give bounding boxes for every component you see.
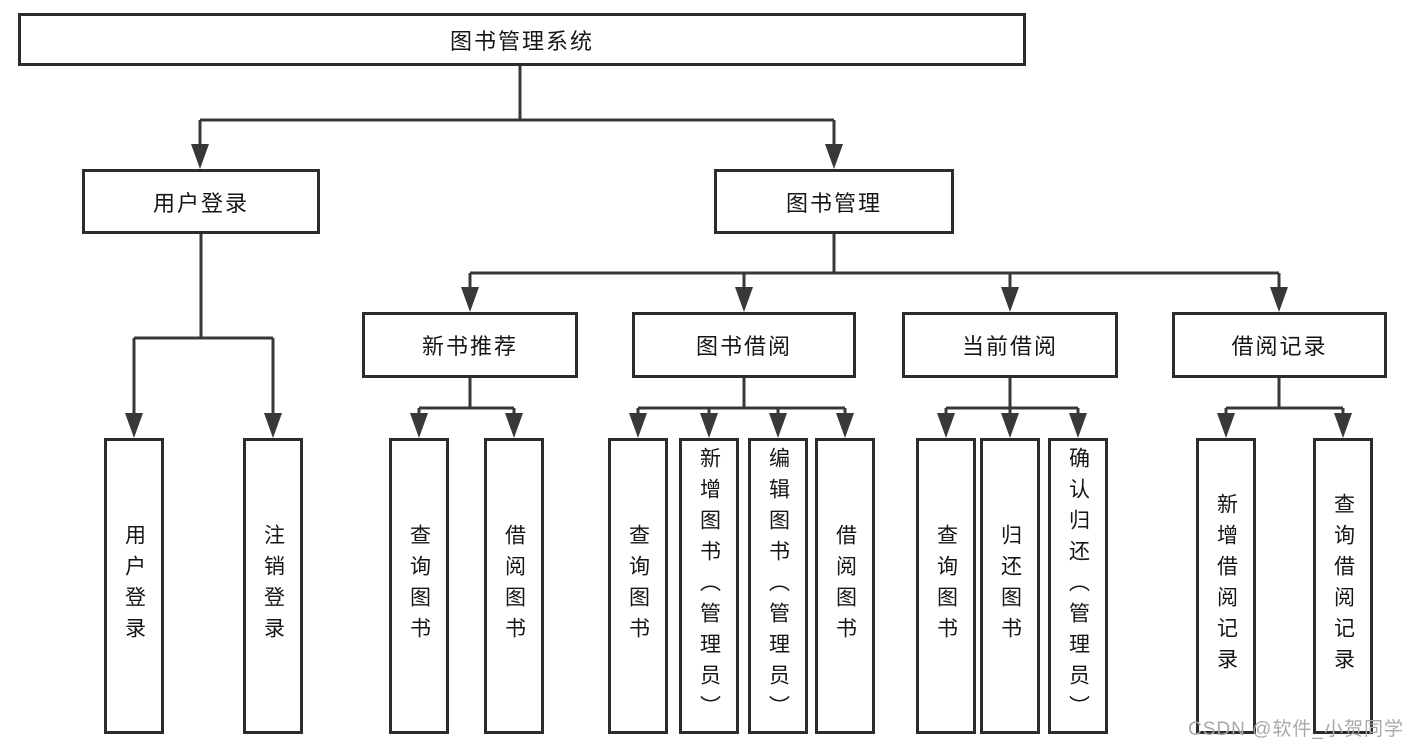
node-new-book-recommend: 新书推荐 [362,312,578,378]
leaf-add-borrow-record-label: 新增借阅记录 [1214,493,1238,679]
leaf-add-books-admin: 新增图书（管理员） [679,438,739,734]
leaf-confirm-return-admin: 确认归还（管理员） [1048,438,1108,734]
node-current-borrowing-label: 当前借阅 [961,334,1058,359]
leaf-borrow-books-label: 借阅图书 [833,524,857,648]
leaf-borrow-books-recommend: 借阅图书 [484,438,544,734]
node-user-login-label: 用户登录 [152,190,249,216]
leaf-query-books-recommend-label: 查询图书 [407,524,431,648]
node-user-login-module: 用户登录 [82,169,320,234]
leaf-borrow-books-recommend-label: 借阅图书 [502,524,526,648]
leaf-query-books-borrowing-label: 查询图书 [626,524,650,648]
leaf-add-books-admin-label: 新增图书（管理员） [697,446,721,726]
node-borrowing-records: 借阅记录 [1172,312,1387,378]
leaf-borrow-books: 借阅图书 [815,438,875,734]
leaf-query-books-borrowing: 查询图书 [608,438,668,734]
node-book-borrowing: 图书借阅 [632,312,856,378]
node-book-management-module: 图书管理 [714,169,954,234]
leaf-confirm-return-admin-label: 确认归还（管理员） [1066,446,1090,726]
leaf-query-borrow-record: 查询借阅记录 [1313,438,1373,734]
leaf-query-books-recommend: 查询图书 [389,438,449,734]
leaf-logout-label: 注销登录 [261,524,285,648]
leaf-edit-books-admin-label: 编辑图书（管理员） [766,446,790,726]
leaf-return-books: 归还图书 [980,438,1040,734]
leaf-edit-books-admin: 编辑图书（管理员） [748,438,808,734]
leaf-add-borrow-record: 新增借阅记录 [1196,438,1256,734]
node-library-system: 图书管理系统 [18,13,1026,66]
leaf-query-books-current-label: 查询图书 [934,524,958,648]
leaf-user-login-label: 用户登录 [122,524,146,648]
leaf-query-books-current: 查询图书 [916,438,976,734]
leaf-return-books-label: 归还图书 [998,524,1022,648]
leaf-query-borrow-record-label: 查询借阅记录 [1331,493,1355,679]
node-current-borrowing: 当前借阅 [902,312,1118,378]
csdn-watermark: CSDN @软件_小贺同学 [1188,719,1404,740]
node-new-book-recommend-label: 新书推荐 [421,334,518,359]
leaf-logout: 注销登录 [243,438,303,734]
arrowheads [125,144,1352,438]
node-library-system-label: 图书管理系统 [449,28,594,54]
node-borrowing-records-label: 借阅记录 [1231,334,1328,359]
leaf-user-login: 用户登录 [104,438,164,734]
node-book-management-label: 图书管理 [785,190,882,216]
node-book-borrowing-label: 图书借阅 [695,334,792,359]
tree-edges [132,66,1345,415]
